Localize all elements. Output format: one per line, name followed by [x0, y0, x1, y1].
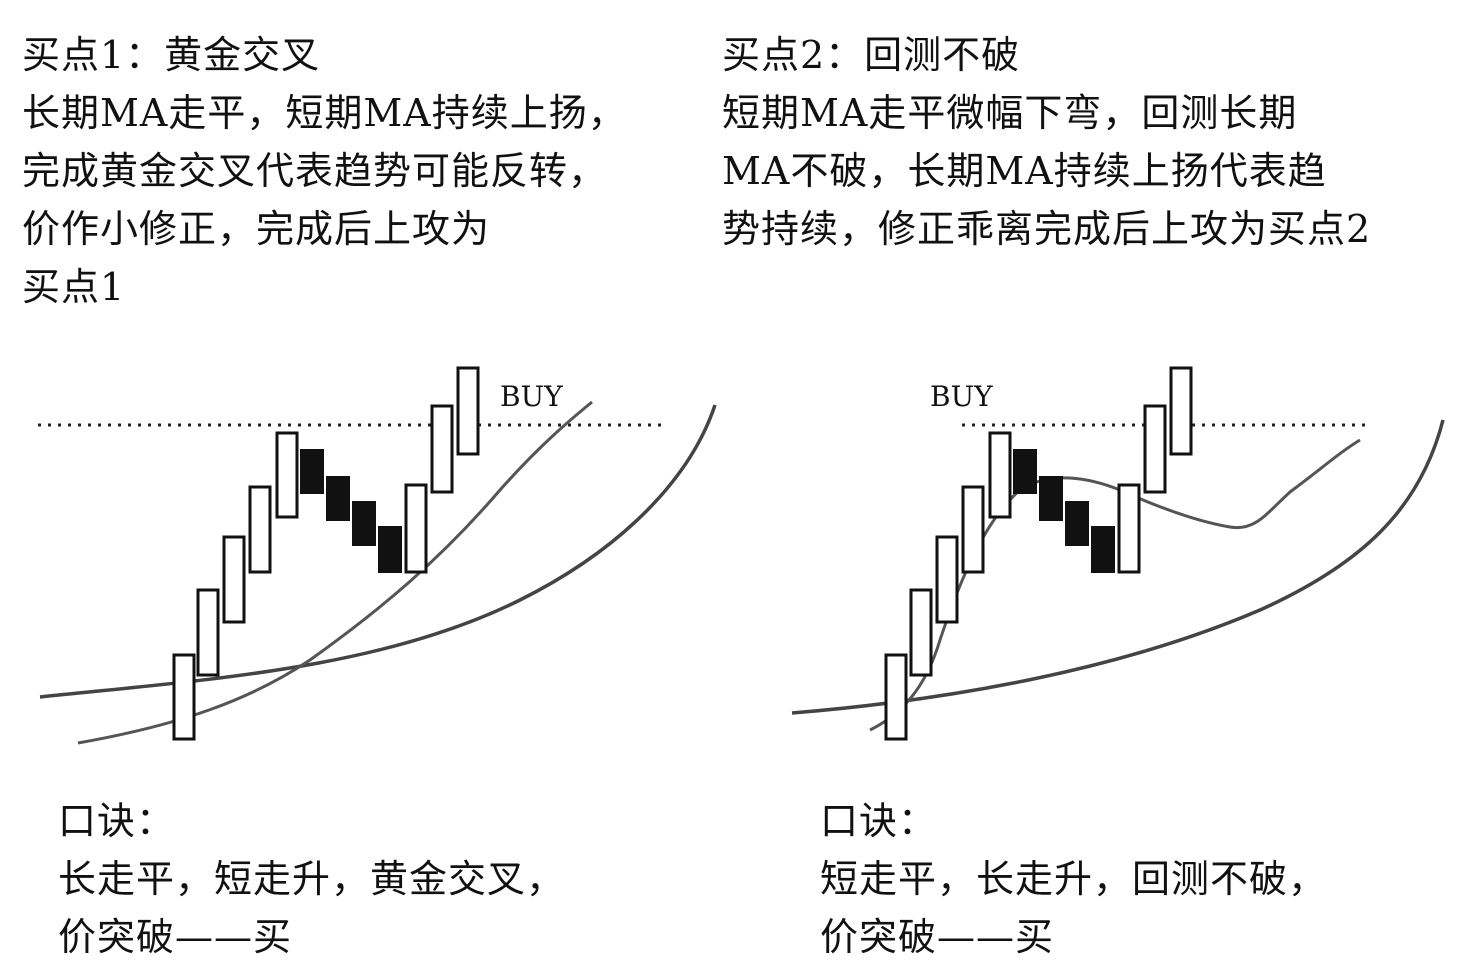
left-koujue: 口诀： 长走平，短走升，黄金交叉， 价突破——买: [58, 792, 565, 966]
left-desc-line-1: 长期MA走平，短期MA持续上扬，: [22, 91, 627, 135]
left-candle-4: [248, 485, 272, 574]
right-koujue-line-1: 短走平，长走升，回测不破，: [820, 857, 1328, 901]
right-candle-11: [1143, 404, 1167, 494]
left-candle-5: [275, 431, 299, 519]
right-long-ma: [791, 419, 1445, 715]
right-koujue: 口诀： 短走平，长走升，回测不破， 价突破——买: [820, 792, 1327, 966]
left-candle-11: [430, 404, 454, 494]
left-koujue-line-2: 价突破——买: [58, 915, 293, 959]
left-candle-2: [196, 588, 220, 677]
left-koujue-line-1: 长走平，短走升，黄金交叉，: [58, 857, 566, 901]
right-koujue-title: 口诀：: [820, 799, 938, 843]
right-candle-5: [988, 431, 1012, 519]
left-desc-line-4: 买点1: [22, 265, 126, 309]
right-candle-7: [1039, 476, 1063, 521]
left-description: 买点1：黄金交叉 长期MA走平，短期MA持续上扬， 完成黄金交叉代表趋势可能反转…: [22, 26, 627, 316]
left-koujue-title: 口诀：: [58, 799, 176, 843]
right-diagram: BUY: [791, 366, 1445, 741]
left-buy-label: BUY: [500, 380, 563, 413]
right-koujue-line-2: 价突破——买: [820, 915, 1055, 959]
left-heading: 买点1：黄金交叉: [22, 33, 321, 77]
right-candle-2: [909, 588, 933, 677]
right-candle-10: [1117, 483, 1141, 574]
right-desc-line-1: 短期MA走平微幅下弯，回测长期: [722, 91, 1298, 135]
right-heading: 买点2：回测不破: [722, 33, 1021, 77]
right-description: 买点2：回测不破 短期MA走平微幅下弯，回测长期 MA不破，长期MA持续上扬代表…: [722, 26, 1371, 258]
right-candle-9: [1091, 526, 1115, 573]
left-long-ma: [39, 404, 717, 699]
left-candle-7: [326, 476, 350, 521]
right-candle-4: [961, 485, 985, 574]
right-short-ma: [869, 438, 1361, 732]
right-desc-line-2: MA不破，长期MA持续上扬代表趋: [722, 149, 1327, 193]
right-desc-line-3: 势持续，修正乖离完成后上攻为买点2: [722, 207, 1372, 251]
left-candle-6: [300, 449, 324, 494]
left-desc-line-3: 价作小修正，完成后上攻为: [22, 207, 491, 251]
left-candle-9: [378, 526, 402, 573]
left-candle-1: [172, 653, 196, 741]
left-diagram: BUY: [38, 366, 717, 745]
left-candle-12: [456, 366, 480, 456]
left-candle-3: [222, 535, 246, 624]
right-candle-12: [1169, 366, 1193, 456]
right-candle-6: [1013, 449, 1037, 494]
left-candle-10: [404, 483, 428, 574]
left-candle-8: [352, 501, 376, 546]
right-candle-3: [935, 535, 959, 624]
left-short-ma: [77, 400, 593, 745]
right-candle-8: [1065, 501, 1089, 546]
left-desc-line-2: 完成黄金交叉代表趋势可能反转，: [22, 149, 608, 193]
right-buy-label: BUY: [930, 380, 993, 413]
right-candle-1: [884, 653, 908, 741]
